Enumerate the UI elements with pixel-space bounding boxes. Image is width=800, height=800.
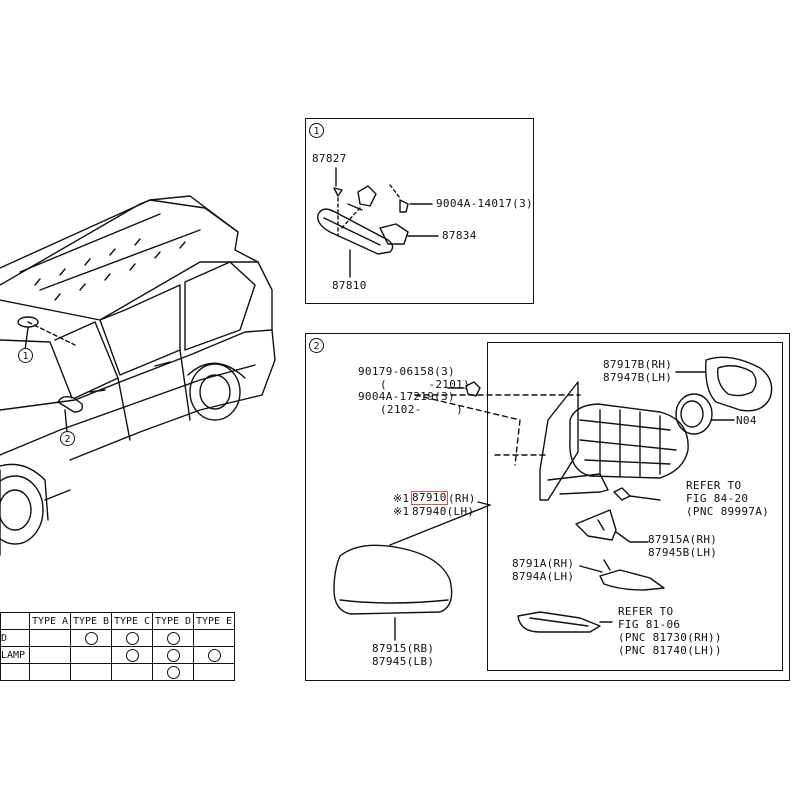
part-87917B-rh: 87917B(RH) xyxy=(603,358,673,371)
mark-cell xyxy=(152,663,194,681)
part-87915-rh: 87915(RB) xyxy=(372,642,435,655)
header-type-d: TYPE D xyxy=(152,612,194,630)
mark-cell xyxy=(193,629,235,647)
mark-cell xyxy=(29,646,71,664)
applicable-mark-icon xyxy=(125,648,139,662)
mark-cell xyxy=(152,629,194,647)
applicable-mark-icon xyxy=(125,631,139,645)
type-table-header: TYPE A TYPE B TYPE C TYPE D TYPE E xyxy=(0,612,235,630)
detail-box-outer-mirror xyxy=(305,333,790,681)
refer-81-06-line3: (PNC 81730(RH)) xyxy=(618,631,722,644)
refer-81-06-line4: (PNC 81740(LH)) xyxy=(618,644,722,657)
refer-81-06-line1: REFER TO xyxy=(618,605,674,618)
part-8794A-lh: 8794A(LH) xyxy=(512,570,575,583)
table-row: LAMP xyxy=(0,646,235,664)
part-8791A-rh: 8791A(RH) xyxy=(512,557,575,570)
refer-84-20-line2: FIG 84-20 xyxy=(686,492,749,505)
vehicle-illustration xyxy=(0,195,276,556)
detail-box-inner-mirror xyxy=(305,118,534,304)
row-label xyxy=(0,663,30,681)
header-type-e: TYPE E xyxy=(193,612,235,630)
mark-cell xyxy=(70,646,112,664)
mark-cell xyxy=(193,646,235,664)
mark-cell xyxy=(111,646,153,664)
row-label: LAMP xyxy=(0,646,30,664)
mark-cell xyxy=(193,663,235,681)
applicable-mark-icon xyxy=(166,631,180,645)
applicable-mark-icon xyxy=(166,648,180,662)
applicable-mark-icon xyxy=(166,665,180,679)
mark-cell xyxy=(29,663,71,681)
mark-cell xyxy=(70,629,112,647)
outer-mirror-parts xyxy=(333,356,773,641)
part-9004A-range: (2102- ) xyxy=(380,403,464,416)
header-cell xyxy=(0,612,30,630)
type-table: TYPE A TYPE B TYPE C TYPE D TYPE E D LAM… xyxy=(0,612,235,681)
part-90179-range: ( -2101) xyxy=(380,378,470,391)
part-87940-lh: 87940(LH) xyxy=(412,505,475,518)
part-87947B-lh: 87947B(LH) xyxy=(603,371,673,384)
refer-81-06-line2: FIG 81-06 xyxy=(618,618,681,631)
mark-cell xyxy=(29,629,71,647)
part-87910-suffix: (RH) xyxy=(448,492,476,505)
mark-cell xyxy=(111,629,153,647)
header-type-a: TYPE A xyxy=(29,612,71,630)
part-87834: 87834 xyxy=(442,229,477,242)
part-87945-lh: 87945(LB) xyxy=(372,655,435,668)
applicable-mark-icon xyxy=(84,631,98,645)
part-87915A-rh: 87915A(RH) xyxy=(648,533,718,546)
callout-2-vehicle: 2 xyxy=(60,431,75,446)
table-row: D xyxy=(0,629,235,647)
header-type-b: TYPE B xyxy=(70,612,112,630)
mark-cell xyxy=(152,646,194,664)
callout-1-vehicle: 1 xyxy=(18,348,33,363)
row-label: D xyxy=(0,629,30,647)
inner-mirror-parts xyxy=(317,167,439,278)
part-87827: 87827 xyxy=(312,152,347,165)
callout-1-box: 1 xyxy=(309,123,324,138)
applicable-mark-icon xyxy=(207,648,221,662)
table-row xyxy=(0,663,235,681)
mirror-assembly-box xyxy=(487,342,783,671)
part-9004A-14017: 9004A-14017(3) xyxy=(436,197,533,210)
part-87910-highlight[interactable]: 87910 xyxy=(411,491,448,505)
note-mark-2: ※1 xyxy=(393,505,410,518)
part-9004A-17219: 9004A-17219(3) xyxy=(358,390,455,403)
refer-84-20-line3: (PNC 89997A) xyxy=(686,505,770,518)
header-type-c: TYPE C xyxy=(111,612,153,630)
callout-2-box: 2 xyxy=(309,338,324,353)
mark-cell xyxy=(111,663,153,681)
part-87810: 87810 xyxy=(332,279,367,292)
part-87945B-lh: 87945B(LH) xyxy=(648,546,718,559)
mark-cell xyxy=(70,663,112,681)
refer-84-20-line1: REFER TO xyxy=(686,479,742,492)
part-n04: N04 xyxy=(736,414,757,427)
note-mark-1: ※1 xyxy=(393,492,410,505)
part-90179-06158: 90179-06158(3) xyxy=(358,365,455,378)
